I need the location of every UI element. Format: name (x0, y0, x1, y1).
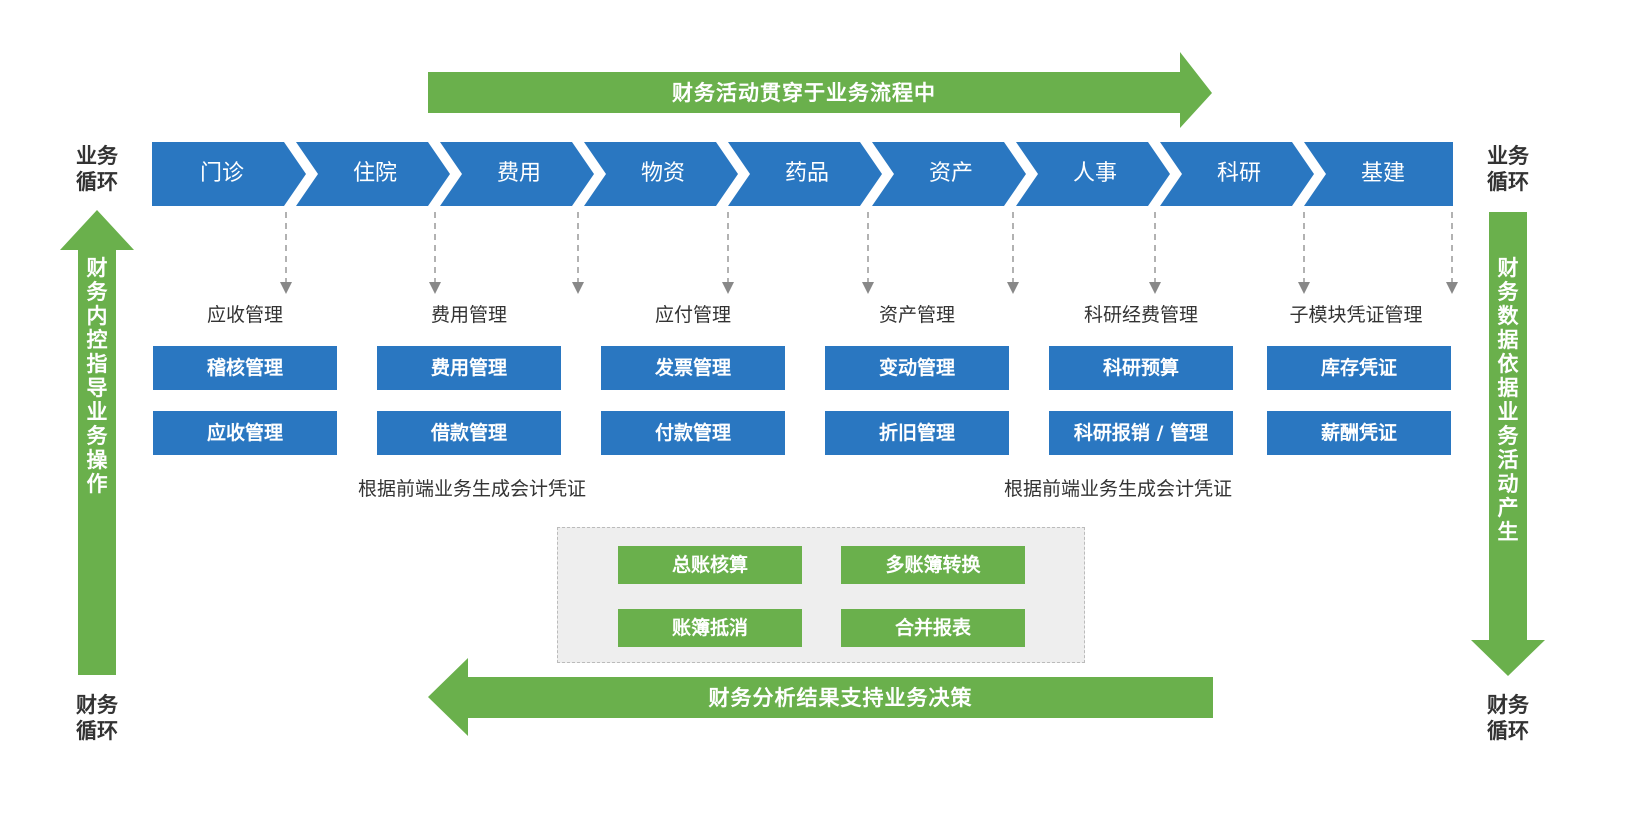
top-arrow-label: 财务活动贯穿于业务流程中 (672, 81, 936, 105)
box-research-reimburse[interactable]: 科研报销 / 管理 (1049, 411, 1233, 455)
module-title-assets: 资产管理 (878, 304, 955, 326)
box-receivable[interactable]: 应收管理 (153, 411, 337, 455)
corner-bottom-left: 财务 循环 (67, 692, 127, 744)
corner-top-right-line1: 业务 (1487, 144, 1529, 168)
ledger-multi-book[interactable]: 多账簿转换 (841, 546, 1025, 584)
box-salary-voucher[interactable]: 薪酬凭证 (1267, 411, 1451, 455)
box-expense-mgmt[interactable]: 费用管理 (377, 346, 561, 390)
module-title-voucher: 子模块凭证管理 (1289, 304, 1423, 326)
step-hr: 人事 (1072, 161, 1117, 186)
chevron-shape (728, 142, 882, 206)
corner-bottom-right: 财务 循环 (1478, 692, 1538, 744)
step-inpatient: 住院 (352, 161, 397, 186)
dashed-arrowhead (572, 282, 584, 294)
step-assets: 资产 (928, 161, 973, 186)
corner-top-right-line2: 循环 (1487, 170, 1529, 194)
chevron-shape (1016, 142, 1170, 206)
chevron-shape (1304, 142, 1453, 206)
module-title-research: 科研经费管理 (1083, 304, 1198, 326)
corner-top-left-line1: 业务 (76, 144, 118, 168)
box-audit[interactable]: 稽核管理 (153, 346, 337, 390)
dashed-arrowhead (1446, 282, 1458, 294)
module-title-payable: 应付管理 (654, 304, 731, 326)
corner-top-left: 业务 循环 (67, 143, 127, 195)
right-arrow-label: 财务数据依据业务活动产生 (1497, 256, 1519, 544)
process-chevrons (152, 142, 1453, 206)
chevron-shape (1160, 142, 1314, 206)
step-outpatient: 门诊 (199, 161, 244, 186)
note-right: 根据前端业务生成会计凭证 (1004, 478, 1233, 500)
dashed-arrowheads (280, 282, 1458, 294)
chevron-shape (584, 142, 738, 206)
corner-bottom-right-line1: 财务 (1487, 693, 1529, 717)
dashed-arrowhead (1007, 282, 1019, 294)
dashed-connectors (285, 212, 1453, 284)
corner-bottom-right-line2: 循环 (1487, 719, 1529, 743)
right-arrow-shape (1471, 212, 1545, 676)
module-title-receivable: 应收管理 (206, 304, 283, 326)
box-research-budget[interactable]: 科研预算 (1049, 346, 1233, 390)
box-loan[interactable]: 借款管理 (377, 411, 561, 455)
ledger-elimination[interactable]: 账簿抵消 (618, 609, 802, 647)
left-arrow-label: 财务内控指导业务操作 (86, 256, 108, 496)
corner-top-left-line2: 循环 (76, 170, 118, 194)
step-pharmacy: 药品 (784, 161, 829, 186)
top-arrow-shape (428, 52, 1212, 128)
dashed-arrowhead (1298, 282, 1310, 294)
step-construction: 基建 (1360, 161, 1405, 186)
step-expense: 费用 (496, 161, 541, 186)
bottom-arrow-shape (428, 658, 1213, 736)
corner-bottom-left-line1: 财务 (76, 693, 118, 717)
dashed-arrowhead (1149, 282, 1161, 294)
dashed-arrowhead (722, 282, 734, 294)
bottom-arrow-label: 财务分析结果支持业务决策 (708, 686, 973, 710)
chevron-shape (152, 142, 306, 206)
left-arrow-shape (60, 210, 134, 675)
dashed-arrowhead (280, 282, 292, 294)
ledger-general[interactable]: 总账核算 (618, 546, 802, 584)
note-left: 根据前端业务生成会计凭证 (358, 478, 587, 500)
dashed-arrowhead (862, 282, 874, 294)
ledger-consolidation[interactable]: 合并报表 (841, 609, 1025, 647)
box-inventory-voucher[interactable]: 库存凭证 (1267, 346, 1451, 390)
step-materials: 物资 (640, 161, 685, 186)
box-change[interactable]: 变动管理 (825, 346, 1009, 390)
module-title-expense: 费用管理 (430, 304, 507, 326)
corner-bottom-left-line2: 循环 (76, 719, 118, 743)
step-research: 科研 (1216, 161, 1261, 186)
chevron-shape (440, 142, 594, 206)
dashed-arrowhead (429, 282, 441, 294)
box-depreciation[interactable]: 折旧管理 (825, 411, 1009, 455)
chevron-shape (296, 142, 450, 206)
box-invoice[interactable]: 发票管理 (601, 346, 785, 390)
box-payment[interactable]: 付款管理 (601, 411, 785, 455)
corner-top-right: 业务 循环 (1478, 143, 1538, 195)
chevron-shape (872, 142, 1026, 206)
